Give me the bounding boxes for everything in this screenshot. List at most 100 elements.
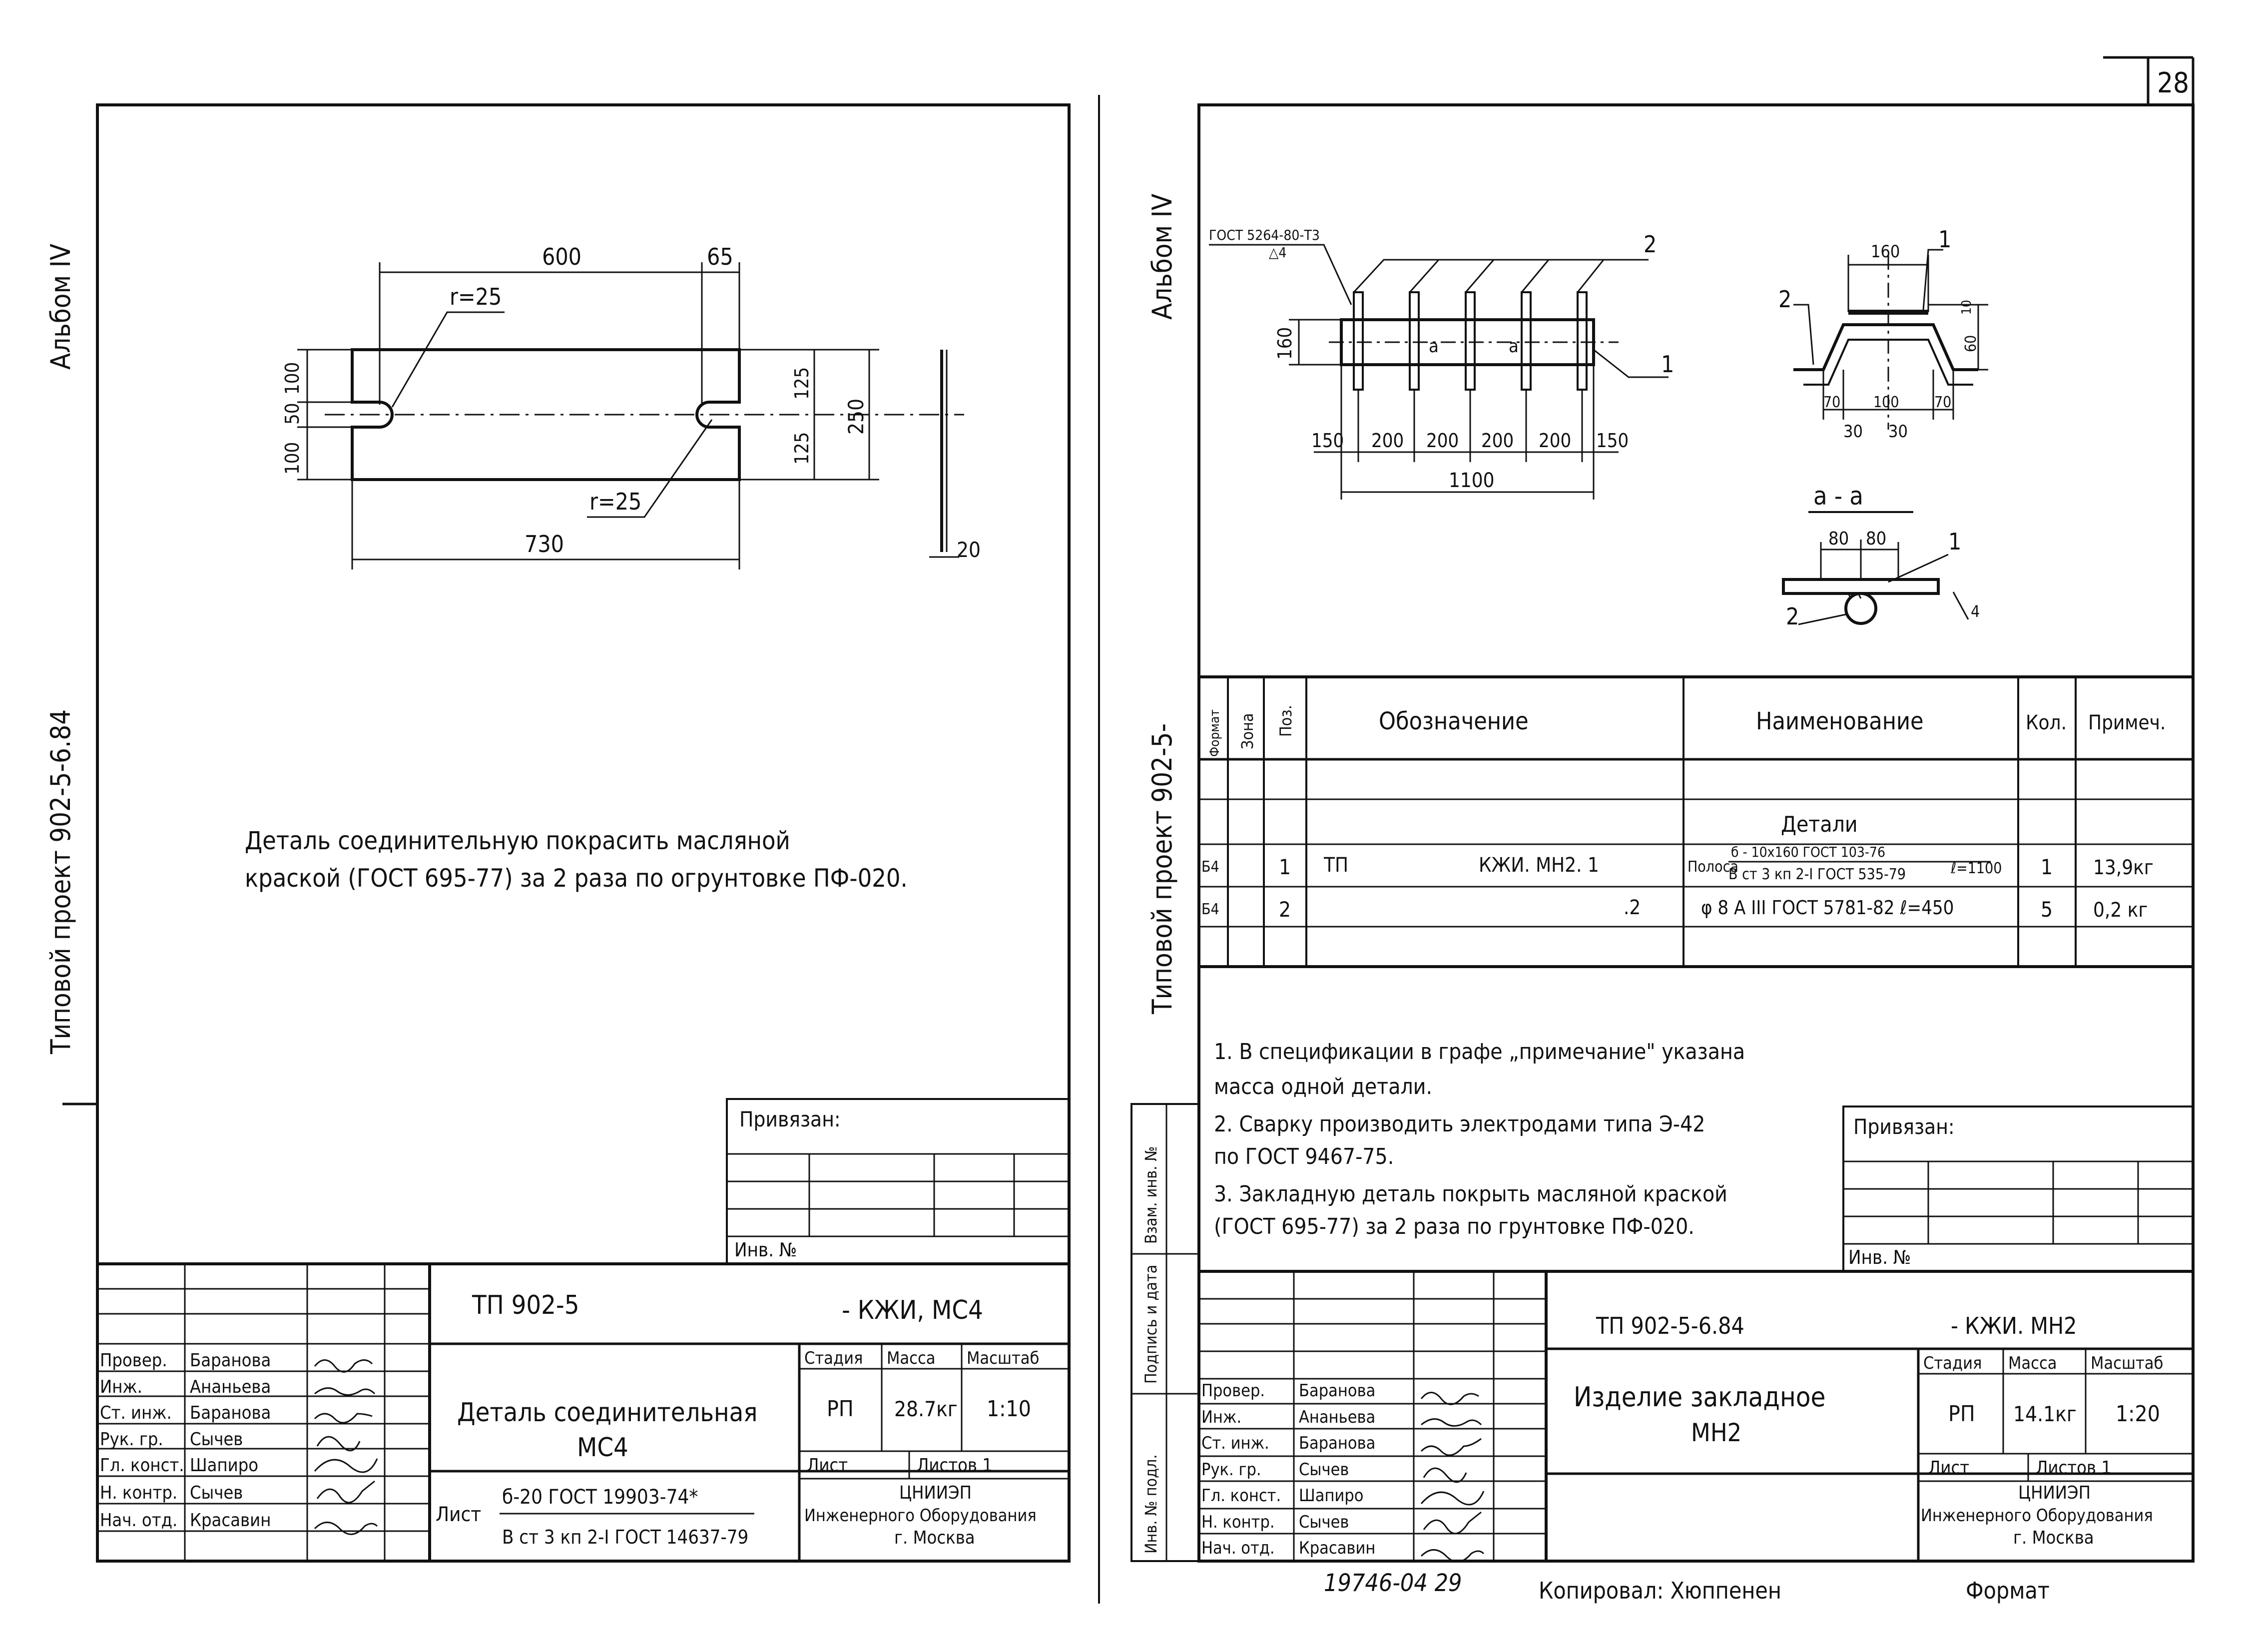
cross-section: [1793, 249, 1988, 430]
left-dim-100-bottom: 100: [281, 442, 303, 475]
right-note-1: масса одной детали.: [1214, 1074, 1432, 1100]
right-name-2: Баранова: [1299, 1433, 1375, 1453]
left-frame: [96, 103, 1071, 1563]
left-doc-code: ТП 902-5: [472, 1290, 579, 1320]
left-dim-r-bottom: r=25: [589, 488, 641, 515]
sec-70a: 70: [1823, 394, 1840, 411]
plan-label-a-right: а: [1509, 336, 1519, 357]
spec-row1-name-top: б - 10х160 ГОСТ 103-76: [1731, 844, 1885, 860]
left-sheets: Листов 1: [917, 1455, 993, 1476]
right-org-line3: г. Москва: [2013, 1528, 2094, 1548]
left-sheet: Лист: [807, 1455, 848, 1476]
right-signatures: [1420, 1392, 1485, 1563]
left-org-line2: Инженерного Оборудования: [804, 1506, 1037, 1526]
spec-row1-qty: 1: [2041, 855, 2053, 879]
right-frame: [1197, 103, 2195, 1563]
sec-callout-1: 1: [1938, 226, 1951, 253]
left-dim-125-bottom: 125: [791, 432, 813, 465]
right-name-6: Красавин: [1299, 1538, 1375, 1558]
spec-row-1: Б4 1 ТП КЖИ. МН2. 1 Полоса б - 10х160 ГО…: [1201, 844, 2154, 883]
rods: [1353, 291, 1588, 391]
right-scale: 1:20: [2116, 1401, 2160, 1427]
sec-70b: 70: [1934, 394, 1951, 411]
spec-row1-pos: 1: [1279, 855, 1291, 879]
left-org-line1: ЦНИИЭП: [899, 1483, 972, 1503]
spec-row-2: Б4 2 .2 φ 8 А III ГОСТ 5781-82 ℓ=450 5 0…: [1201, 896, 2148, 922]
spec-header-note: Примеч.: [2088, 711, 2166, 734]
spec-row2-qty: 5: [2041, 897, 2053, 922]
spec-header-name: Наименование: [1756, 707, 1924, 735]
plan-label-a-left: а: [1429, 336, 1439, 357]
right-mass: 14.1кг: [2013, 1402, 2077, 1426]
right-title-line1: Изделие закладное: [1574, 1381, 1825, 1413]
plan-b200-2: 200: [1426, 430, 1459, 452]
right-name-0: Баранова: [1299, 1381, 1375, 1401]
left-side-project: Типовой проект 902-5-6.84: [45, 709, 76, 1055]
spec-header-designation: Обозначение: [1379, 707, 1529, 735]
plan-b200-4: 200: [1539, 430, 1571, 452]
plan-callout-1: 1: [1661, 351, 1674, 378]
left-dim-100-top: 100: [281, 362, 303, 395]
left-material-label: Лист: [436, 1503, 481, 1526]
spec-row2-designation-b: .2: [1624, 896, 1641, 919]
spec-header-format: Формат: [1207, 709, 1222, 757]
spec-row1-note: 13,9кг: [2093, 856, 2154, 879]
spec-table-frame: [1197, 675, 2195, 968]
left-role-5: Н. контр.: [100, 1483, 177, 1503]
spec-row2-format: Б4: [1201, 901, 1219, 918]
left-name-4: Шапиро: [190, 1455, 258, 1476]
right-mass-header: Масса: [2008, 1353, 2057, 1373]
sec-100: 100: [1873, 394, 1899, 411]
left-dim-730: 730: [525, 531, 564, 557]
right-stage: РП: [1948, 1401, 1975, 1427]
right-note-0: 1. В спецификации в графе „примечание" у…: [1214, 1039, 1745, 1065]
spec-row1-name-len: ℓ=1100: [1950, 860, 2002, 877]
right-role-4: Гл. конст.: [1201, 1486, 1281, 1506]
right-sheet: Лист: [1928, 1458, 1969, 1478]
right-note-5: (ГОСТ 695-77) за 2 раза по грунтовке ПФ-…: [1214, 1214, 1694, 1239]
sec-10: 10: [1959, 300, 1974, 315]
right-side-inv-sub: Инв. № подл.: [1141, 1454, 1160, 1554]
spec-row2-name-top: φ 8 А III ГОСТ 5781-82 ℓ=450: [1701, 897, 1954, 919]
right-side-vzam: Взам. инв. №: [1141, 1146, 1160, 1244]
right-side-project: Типовой проект 902-5-: [1146, 723, 1178, 1015]
left-side-album: Альбом IV: [45, 244, 76, 370]
left-inv-no: Инв. №: [734, 1239, 797, 1261]
left-mass: 28.7кг: [894, 1397, 958, 1421]
right-note-4: 3. Закладную деталь покрыть масляной кра…: [1214, 1181, 1727, 1207]
right-role-6: Нач. отд.: [1201, 1538, 1275, 1558]
plan-b200-1: 200: [1371, 430, 1404, 452]
spec-row1-name-prefix: Полоса: [1687, 858, 1738, 876]
spec-row1-format: Б4: [1201, 858, 1219, 876]
footer-number: 19746-04 29: [1324, 1569, 1462, 1597]
left-name-6: Красавин: [190, 1510, 271, 1531]
footer-format: Формат: [1966, 1577, 2050, 1604]
left-role-2: Ст. инж.: [100, 1403, 172, 1423]
right-role-2: Ст. инж.: [1201, 1433, 1269, 1453]
right-name-3: Сычев: [1299, 1460, 1349, 1480]
spec-row1-designation-a: ТП: [1323, 854, 1348, 877]
left-dim-125-top: 125: [791, 367, 813, 400]
right-note-3: по ГОСТ 9467-75.: [1214, 1144, 1394, 1169]
section-title: а - а: [1813, 482, 1863, 511]
right-name-1: Ананьева: [1299, 1407, 1375, 1427]
left-dim-65: 65: [707, 243, 733, 270]
right-stage-header: Стадия: [1923, 1353, 1982, 1373]
right-side-album: Альбом IV: [1146, 194, 1178, 320]
left-dim-r-top: r=25: [450, 283, 502, 310]
sa-80b: 80: [1866, 529, 1886, 549]
right-scale-header: Масштаб: [2091, 1353, 2163, 1373]
left-org-line3: г. Москва: [894, 1528, 975, 1548]
sec-30a: 30: [1843, 422, 1863, 442]
left-name-3: Сычев: [190, 1429, 243, 1450]
plan-b150-left: 150: [1311, 430, 1344, 452]
left-role-4: Гл. конст.: [100, 1455, 184, 1476]
left-name-1: Ананьева: [190, 1377, 271, 1397]
left-dim-50: 50: [281, 403, 303, 425]
plan-callout-2: 2: [1644, 231, 1657, 258]
left-title-line2: МС4: [577, 1433, 628, 1463]
spec-header-qty: Кол.: [2026, 711, 2067, 734]
right-note-2: 2. Сварку производить электродами типа Э…: [1214, 1111, 1705, 1137]
left-note-line1: Деталь соединительную покрасить масляной: [245, 826, 790, 855]
left-stage-header: Стадия: [804, 1348, 863, 1368]
